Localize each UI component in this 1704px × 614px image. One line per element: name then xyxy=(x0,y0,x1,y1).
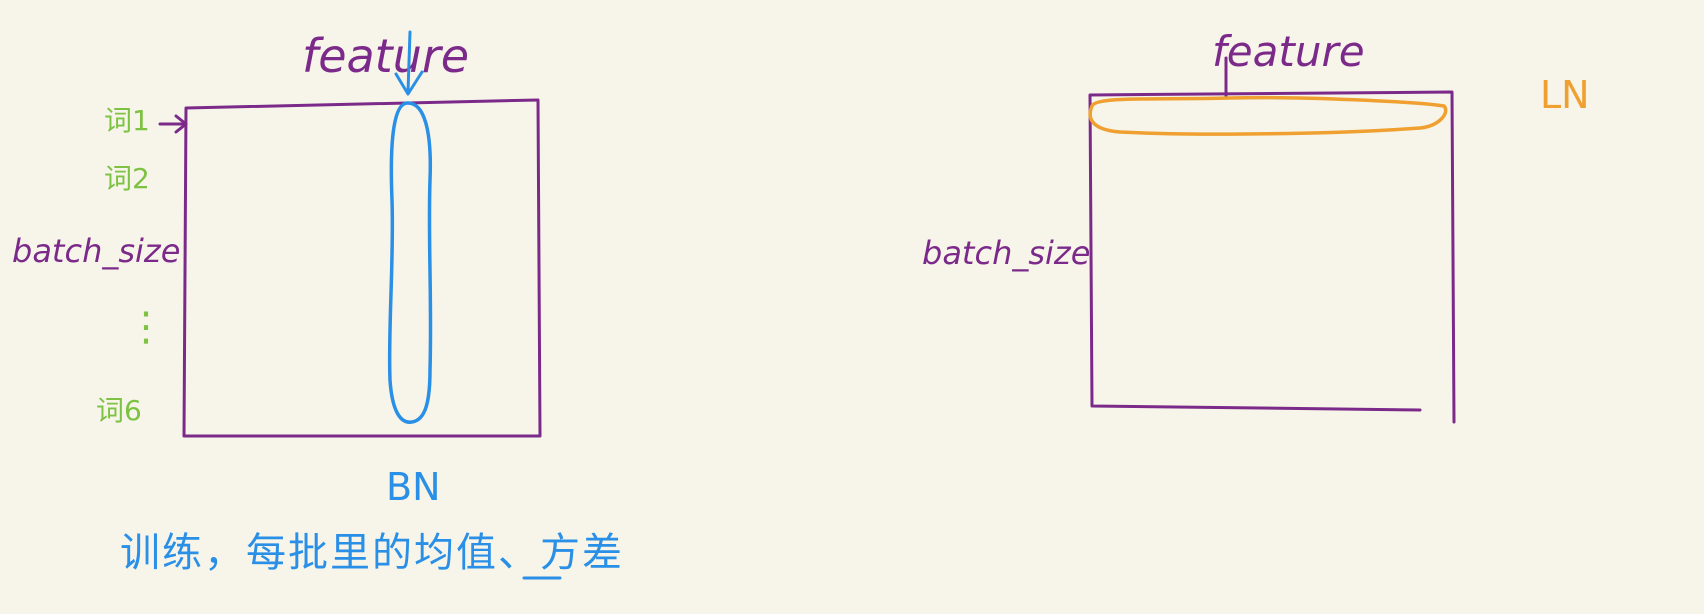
bn-ellipsis: ⋮ xyxy=(126,304,166,350)
bn-panel: feature 词1 词2 ⋮ 词6 batch_size BN 训练，每批里的… xyxy=(12,29,624,580)
ln-batch-label: batch_size xyxy=(922,234,1090,272)
ln-matrix-box xyxy=(1088,90,1456,424)
bn-row-arrow xyxy=(158,114,188,134)
bn-column-highlight xyxy=(387,101,433,424)
bn-row-label-1: 词1 xyxy=(104,104,150,137)
ln-label: LN xyxy=(1540,73,1590,117)
bn-matrix-box xyxy=(182,98,542,438)
ln-row-highlight xyxy=(1088,95,1448,136)
bn-feature-arrow xyxy=(394,30,424,96)
ln-feature-label: feature xyxy=(1212,27,1365,76)
bn-feature-label: feature xyxy=(302,29,469,83)
bn-row-label-6: 词6 xyxy=(96,394,142,427)
bn-batch-label: batch_size xyxy=(12,232,180,270)
bn-note: 训练，每批里的均值、方差 xyxy=(120,530,624,576)
bn-label: BN xyxy=(386,465,441,509)
ln-panel: feature batch_size LN xyxy=(922,27,1590,424)
bn-row-label-2: 词2 xyxy=(104,162,150,195)
